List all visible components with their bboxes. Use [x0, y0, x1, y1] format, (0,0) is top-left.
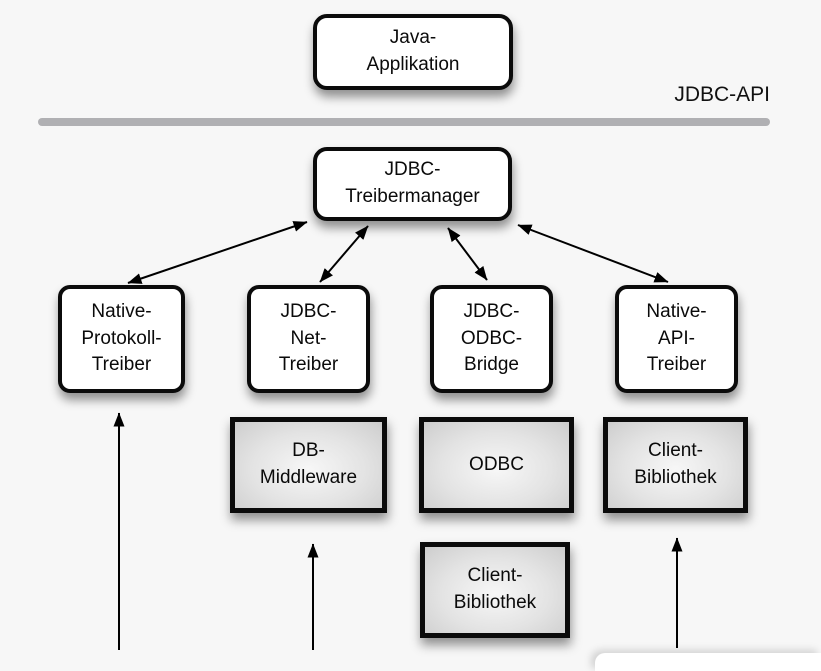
node-odbc: ODBC	[419, 417, 574, 513]
node-jdbc-net-treiber: JDBC- Net- Treiber	[247, 285, 370, 393]
node-label-odbc: ODBC	[469, 453, 524, 475]
node-jdbc-treibermanager: JDBC- Treibermanager	[313, 147, 512, 221]
node-client-bibliothek-right: Client- Bibliothek	[603, 417, 748, 513]
arrow-treibermanager-native-protokoll	[127, 221, 308, 284]
node-label-jdbc-odbc-bridge: JDBC- ODBC- Bridge	[460, 300, 523, 376]
node-label-native-api-treiber: Native- API- Treiber	[646, 300, 707, 376]
node-label-db-middleware: DB- Middleware	[259, 440, 358, 488]
node-java-applikation: Java- Applikation	[313, 14, 513, 90]
node-label-client-bibliothek-right: Client- Bibliothek	[634, 440, 717, 488]
node-label-java-applikation: Java- Applikation	[366, 27, 460, 75]
arrow-treibermanager-jdbc-odbc	[447, 227, 488, 281]
jdbc-api-label: JDBC-API	[674, 83, 770, 106]
cropped-box-bottom-right	[595, 653, 821, 671]
jdbc-api-divider-line	[38, 118, 770, 126]
node-native-api-treiber: Native- API- Treiber	[615, 285, 738, 393]
arrow-treibermanager-jdbc-net	[319, 225, 369, 283]
node-label-native-protokoll-treiber: Native- Protokoll- Treiber	[81, 300, 162, 376]
arrow-treibermanager-native-api	[517, 224, 669, 283]
node-db-middleware: DB- Middleware	[230, 417, 387, 513]
node-label-client-bibliothek-bottom: Client- Bibliothek	[453, 565, 537, 613]
node-jdbc-odbc-bridge: JDBC- ODBC- Bridge	[430, 285, 553, 393]
node-native-protokoll-treiber: Native- Protokoll- Treiber	[58, 285, 185, 393]
node-label-jdbc-net-treiber: JDBC- Net- Treiber	[278, 300, 339, 376]
node-client-bibliothek-bottom: Client- Bibliothek	[420, 542, 570, 638]
node-label-jdbc-treibermanager: JDBC- Treibermanager	[345, 159, 480, 207]
